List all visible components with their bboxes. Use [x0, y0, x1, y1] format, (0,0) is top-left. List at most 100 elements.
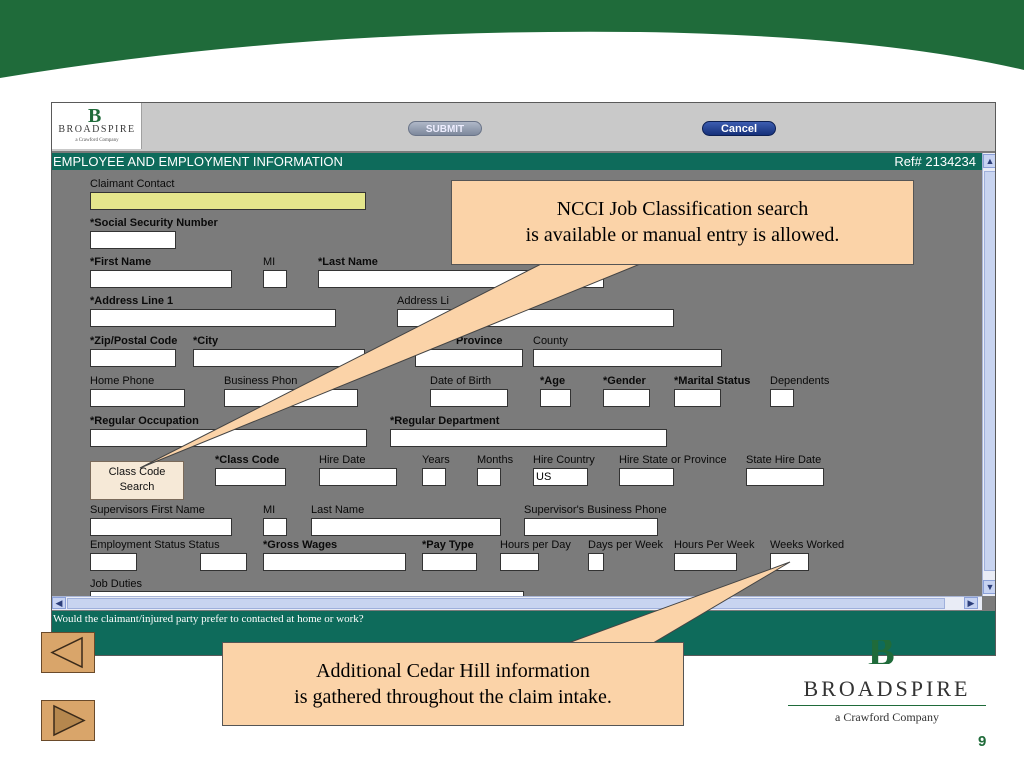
county-label: County	[533, 335, 568, 347]
top-green-band	[0, 0, 1024, 78]
dependents-field[interactable]	[770, 389, 794, 407]
city-field[interactable]	[193, 349, 365, 367]
employment-status-field[interactable]	[90, 553, 137, 571]
supervisor-last-name-field[interactable]	[311, 518, 501, 536]
section-header: EMPLOYEE AND EMPLOYMENT INFORMATION Ref#…	[52, 153, 982, 170]
hire-state-field[interactable]	[619, 468, 674, 486]
address1-field[interactable]	[90, 309, 336, 327]
hire-date-label: Hire Date	[319, 454, 366, 466]
age-field[interactable]	[540, 389, 571, 407]
status-text: Would the claimant/injured party prefer …	[53, 613, 364, 625]
class-code-field[interactable]	[215, 468, 286, 486]
marital-status-field[interactable]	[674, 389, 721, 407]
supervisor-phone-field[interactable]	[524, 518, 658, 536]
callout-cedar-hill-line1: Additional Cedar Hill information	[316, 660, 590, 682]
hours-per-day-label: Hours per Day	[500, 539, 571, 551]
hours-per-week-field[interactable]	[674, 553, 737, 571]
dob-field[interactable]	[430, 389, 508, 407]
last-name-field[interactable]	[318, 270, 604, 288]
weeks-worked-label: Weeks Worked	[770, 539, 845, 551]
class-code-label: *Class Code	[215, 454, 280, 466]
scroll-up-icon[interactable]: ▲	[983, 154, 995, 168]
supervisor-mi-field[interactable]	[263, 518, 287, 536]
section-title: EMPLOYEE AND EMPLOYMENT INFORMATION	[53, 154, 343, 169]
employment-status-label: Employment Status Status	[90, 539, 220, 551]
callout-cedar-hill-line2: is gathered throughout the claim intake.	[294, 686, 612, 708]
address2-label: Address Li	[397, 295, 449, 307]
state-hire-date-field[interactable]	[746, 468, 824, 486]
callout-ncci-line1: NCCI Job Classification search	[556, 198, 809, 220]
city-label: *City	[193, 335, 219, 347]
brand-subtitle: a Crawford Company	[835, 710, 939, 724]
ssn-field[interactable]	[90, 231, 176, 249]
callout-ncci: NCCI Job Classification search is availa…	[451, 180, 914, 265]
brand-logo-letter: B	[868, 640, 895, 664]
scroll-down-icon[interactable]: ▼	[983, 580, 995, 594]
home-phone-label: Home Phone	[90, 375, 155, 387]
app-logo-letter: B	[88, 105, 102, 127]
months-field[interactable]	[477, 468, 501, 486]
supervisor-first-name-label: Supervisors First Name	[90, 504, 205, 516]
hire-state-label: Hire State or Province	[619, 454, 727, 466]
submit-button[interactable]: SUBMIT	[408, 121, 482, 136]
page-number: 9	[978, 733, 987, 750]
supervisor-last-name-label: Last Name	[311, 504, 365, 516]
horizontal-scrollbar[interactable]: ◀ ▶	[52, 596, 982, 610]
hire-date-field[interactable]	[319, 468, 397, 486]
gross-wages-field[interactable]	[263, 553, 406, 571]
age-label: *Age	[540, 375, 566, 387]
callout-ncci-line2: is available or manual entry is allowed.	[525, 224, 840, 246]
app-logo-name: BROADSPIRE	[58, 124, 136, 135]
claimant-contact-label: Claimant Contact	[90, 178, 175, 190]
dependents-label: Dependents	[770, 375, 830, 387]
vertical-scroll-thumb[interactable]	[984, 171, 995, 571]
cancel-button[interactable]: Cancel	[702, 121, 776, 136]
previous-slide-button[interactable]	[41, 632, 95, 673]
horizontal-scroll-thumb[interactable]	[67, 598, 945, 609]
scroll-left-icon[interactable]: ◀	[52, 597, 66, 609]
days-per-week-label: Days per Week	[588, 539, 663, 551]
mi-field[interactable]	[263, 270, 287, 288]
hire-country-field[interactable]: US	[533, 468, 588, 486]
county-field[interactable]	[533, 349, 722, 367]
class-code-search-button[interactable]: Class Code Search	[90, 461, 184, 500]
job-duties-label: Job Duties	[90, 578, 142, 590]
marital-status-label: *Marital Status	[674, 375, 751, 387]
hours-per-day-field[interactable]	[500, 553, 539, 571]
toolbar: B BROADSPIRE a Crawford Company SUBMIT C…	[52, 103, 995, 151]
triangle-left-icon	[50, 636, 83, 669]
zip-field[interactable]	[90, 349, 176, 367]
days-per-week-field[interactable]	[588, 553, 604, 571]
regular-occupation-field[interactable]	[90, 429, 367, 447]
address2-field[interactable]	[397, 309, 674, 327]
years-field[interactable]	[422, 468, 446, 486]
status-field[interactable]	[200, 553, 247, 571]
ssn-label: *Social Security Number	[90, 217, 218, 229]
brand-name: BROADSPIRE	[803, 676, 971, 701]
gender-field[interactable]	[603, 389, 650, 407]
regular-department-field[interactable]	[390, 429, 667, 447]
last-name-label: *Last Name	[318, 256, 378, 268]
pay-type-label: *Pay Type	[422, 539, 474, 551]
weeks-worked-field[interactable]	[770, 553, 809, 571]
vertical-scrollbar[interactable]: ▲ ▼	[982, 153, 995, 596]
zip-label: *Zip/Postal Code	[90, 335, 178, 347]
next-slide-button[interactable]	[41, 700, 95, 741]
supervisor-first-name-field[interactable]	[90, 518, 232, 536]
app-logo: B BROADSPIRE a Crawford Company	[52, 103, 142, 149]
home-phone-field[interactable]	[90, 389, 185, 407]
business-phone-field[interactable]	[224, 389, 358, 407]
claimant-contact-field[interactable]	[90, 192, 366, 210]
gender-label: *Gender	[603, 375, 646, 387]
brand-divider	[788, 705, 986, 706]
first-name-field[interactable]	[90, 270, 232, 288]
regular-occupation-label: *Regular Occupation	[90, 415, 199, 427]
province-field[interactable]	[415, 349, 523, 367]
reference-number: Ref# 2134234	[894, 154, 976, 169]
province-label: Province	[456, 335, 503, 347]
pay-type-field[interactable]	[422, 553, 477, 571]
scroll-right-icon[interactable]: ▶	[964, 597, 978, 609]
years-label: Years	[422, 454, 450, 466]
business-phone-label: Business Phon	[224, 375, 298, 387]
dob-label: Date of Birth	[430, 375, 492, 387]
